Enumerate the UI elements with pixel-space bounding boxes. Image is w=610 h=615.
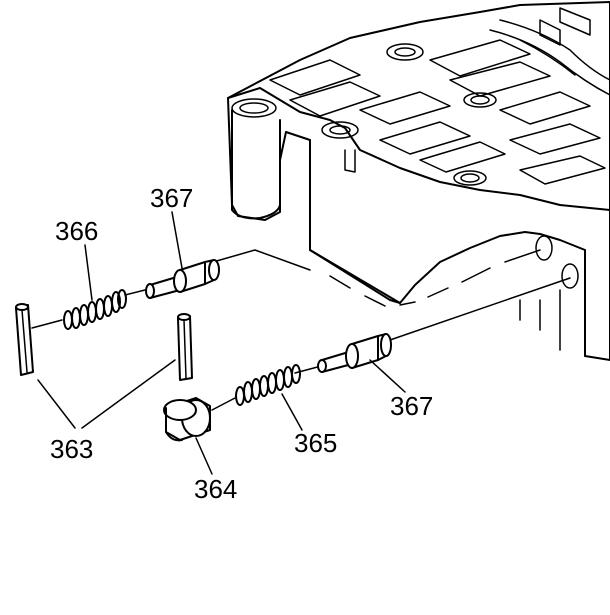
spring-366 <box>63 289 127 330</box>
roll-pin-363-right <box>177 313 193 381</box>
leader-lines <box>37 211 406 475</box>
valve-367-upper <box>145 259 220 299</box>
valve-body-housing <box>227 1 610 361</box>
callout-367-lower: 367 <box>390 391 433 421</box>
callout-365: 365 <box>294 428 337 458</box>
assembly-centerlines <box>31 249 571 411</box>
spring-365 <box>235 364 301 406</box>
callout-366: 366 <box>55 216 98 246</box>
callout-364: 364 <box>194 474 237 504</box>
callout-367-upper: 367 <box>150 183 193 213</box>
valve-367-lower <box>317 333 392 373</box>
callout-363: 363 <box>50 434 93 464</box>
plug-364 <box>163 397 211 442</box>
roll-pin-363-left <box>15 303 34 376</box>
